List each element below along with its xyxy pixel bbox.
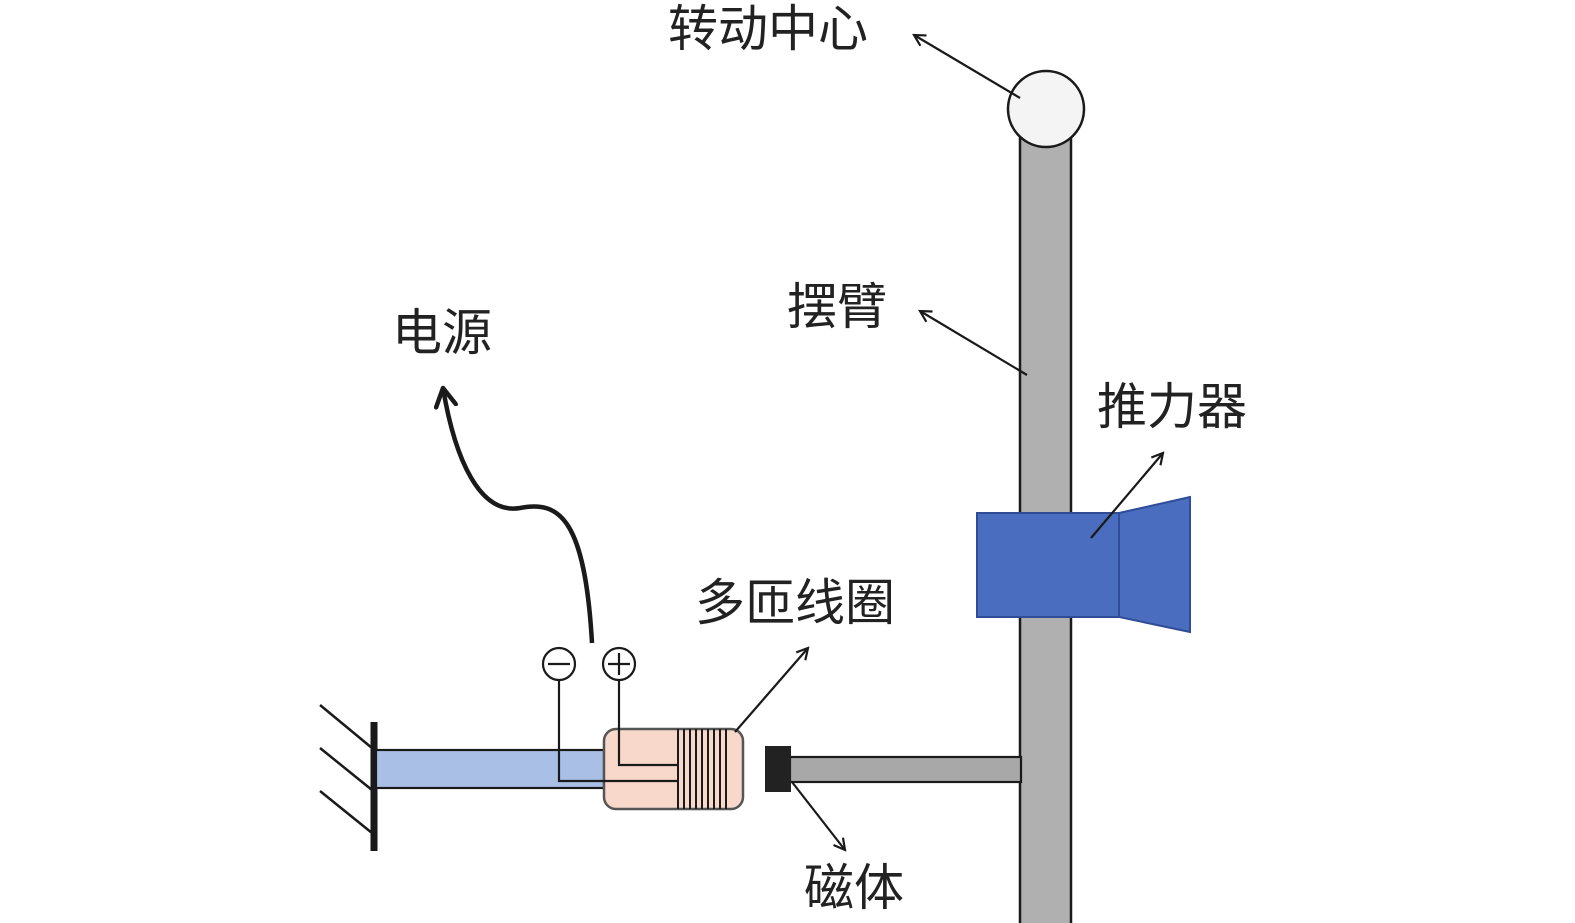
positive-terminal: [601, 646, 637, 682]
thruster: [976, 495, 1191, 634]
label-magnet: 磁体: [804, 859, 904, 917]
arm-leader-arrow: [920, 311, 1028, 376]
fixed-rod: [374, 748, 606, 790]
thruster-leader-arrow: [1090, 453, 1163, 539]
power-cable-arrow: [443, 388, 595, 644]
negative-terminal: [541, 646, 577, 682]
coil-windings: [677, 729, 727, 809]
thruster-nozzle: [1118, 495, 1191, 634]
magnet-rod: [788, 755, 1023, 784]
label-arm: 摆臂: [787, 278, 887, 336]
pivot-circle: [1006, 69, 1086, 149]
magnet: [765, 746, 791, 792]
coil-body: [602, 727, 745, 811]
pivot-leader-arrow: [914, 35, 1021, 99]
label-coil: 多匝线圈: [695, 574, 895, 632]
label-pivot: 转动中心: [668, 0, 868, 58]
label-thruster: 推力器: [1097, 378, 1247, 436]
multi-turn-coil: [602, 727, 745, 811]
thruster-body: [976, 512, 1120, 618]
fixed-wall: [319, 704, 378, 851]
coil-leader-arrow: [734, 648, 808, 733]
lead-wires: [557, 680, 678, 783]
magnet-leader-arrow: [791, 781, 845, 850]
label-power: 电源: [392, 304, 492, 362]
